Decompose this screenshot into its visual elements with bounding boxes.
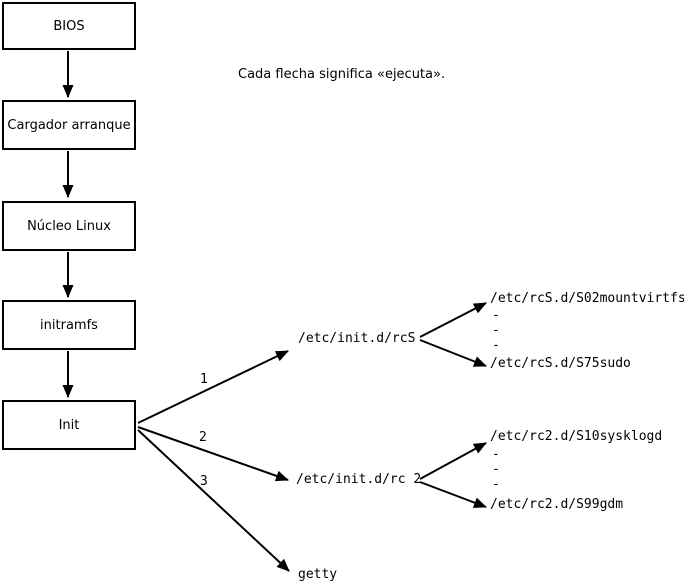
arrow-init-to-getty [137, 429, 290, 572]
path-init-d-rc2: /etc/init.d/rc 2 [296, 472, 422, 487]
arrow-init-to-rc2 [137, 426, 289, 482]
box-initramfs: initramfs [2, 300, 136, 350]
arrow-rcs-to-s02 [419, 302, 487, 338]
box-initramfs-label: initramfs [40, 317, 98, 333]
box-bios: BIOS [2, 2, 136, 50]
box-nucleo-linux: Núcleo Linux [2, 201, 136, 251]
rcs-ellipsis-dash-3: - [492, 338, 500, 353]
annotation-arrow-meaning: Cada flecha significa «ejecuta». [238, 67, 446, 82]
branch-1-number: 1 [200, 372, 208, 387]
box-bios-label: BIOS [53, 18, 85, 34]
label-getty: getty [298, 567, 338, 582]
box-cargador-arranque-label: Cargador arranque [7, 117, 131, 133]
rcs-ellipsis-dash-1: - [492, 308, 500, 323]
arrow-rc2-to-s99 [419, 481, 487, 508]
rcs-ellipsis-dash-2: - [492, 323, 500, 338]
path-rcs-d-s75sudo: /etc/rcS.d/S75sudo [490, 356, 631, 371]
box-init-label: Init [58, 417, 80, 433]
arrow-rc2-to-s10 [419, 442, 487, 480]
arrow-init-to-rcs [137, 350, 289, 424]
path-rcs-d-s02mountvirtfs: /etc/rcS.d/S02mountvirtfs [490, 291, 684, 306]
box-nucleo-linux-label: Núcleo Linux [27, 218, 111, 234]
path-rc2-d-s10sysklogd: /etc/rc2.d/S10sysklogd [490, 429, 663, 444]
path-rc2-d-s99gdm: /etc/rc2.d/S99gdm [490, 497, 624, 512]
path-init-d-rcs: /etc/init.d/rcS [298, 331, 416, 346]
branch-3-number: 3 [200, 474, 208, 489]
box-init: Init [2, 400, 136, 450]
arrow-rcs-to-s75 [419, 339, 487, 367]
rc2-ellipsis-dash-1: - [492, 447, 500, 462]
rc2-ellipsis-dash-3: - [492, 477, 500, 492]
branch-2-number: 2 [199, 430, 207, 445]
rc2-ellipsis-dash-2: - [492, 462, 500, 477]
box-cargador-arranque: Cargador arranque [2, 100, 136, 150]
